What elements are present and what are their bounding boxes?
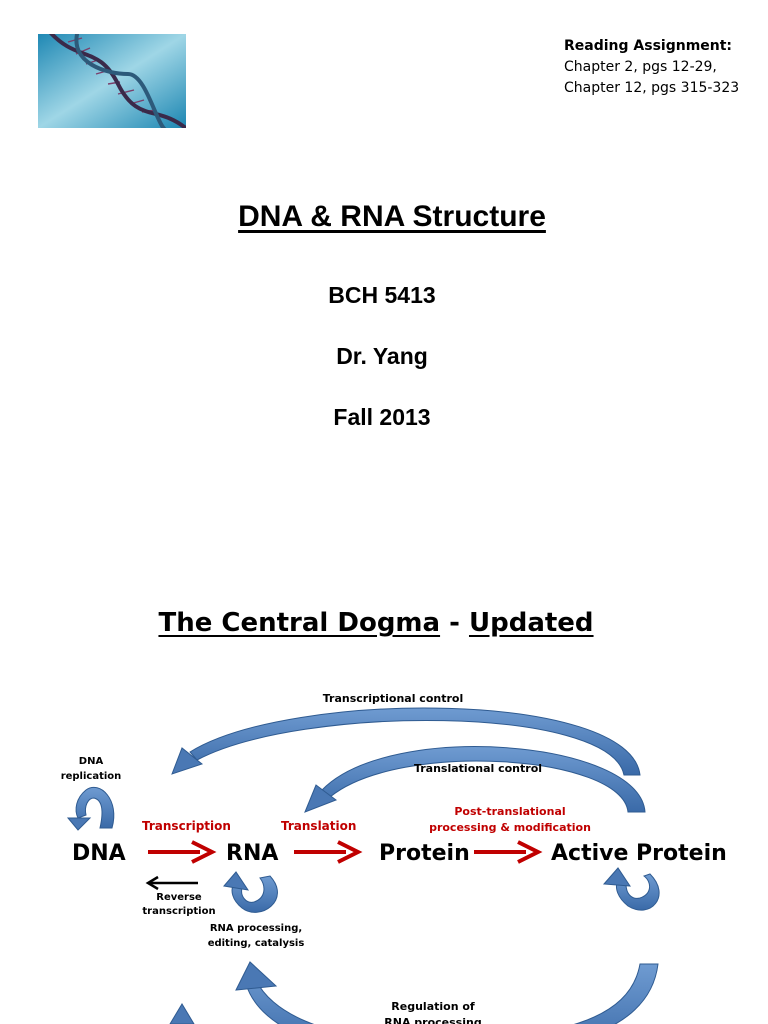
reverse-transcription-label: transcription: [142, 906, 215, 917]
regulation-label: RNA processing: [384, 1016, 481, 1024]
translational-control-label: Translational control: [414, 762, 542, 775]
slide-title-separator: -: [449, 608, 460, 638]
slide-title: The Central Dogma - Updated: [0, 608, 752, 638]
rna-processing-label: RNA processing,: [210, 923, 302, 934]
transcription-label: Transcription: [142, 819, 231, 833]
reading-assignment: Reading Assignment: Chapter 2, pgs 12-29…: [564, 36, 739, 99]
node-protein: Protein: [379, 841, 470, 866]
reverse-transcription-arrow: [145, 875, 198, 891]
course-code: BCH 5413: [328, 282, 436, 308]
translational-control-arrow: [304, 746, 646, 813]
page-title: DNA & RNA Structure: [0, 200, 768, 234]
regulation-label: Regulation of: [391, 1000, 475, 1013]
translation-label: Translation: [281, 819, 356, 833]
active-protein-arrow: [602, 867, 660, 911]
dna-replication-label: replication: [61, 771, 122, 782]
reading-assignment-heading: Reading Assignment:: [564, 38, 733, 54]
reverse-transcription-label: Reverse: [156, 892, 202, 903]
slide-title-part1: The Central Dogma: [158, 608, 441, 638]
post-translational-label: Post-translational: [454, 805, 565, 818]
slide-title-part2: Updated: [468, 608, 594, 638]
post-translational-arrow: [474, 840, 543, 864]
transcription-arrow: [148, 840, 217, 864]
reading-assignment-line: Chapter 12, pgs 315-323: [564, 80, 740, 96]
rna-processing-arrow: [223, 871, 278, 913]
node-active-protein: Active Protein: [551, 841, 727, 866]
reading-assignment-line: Chapter 2, pgs 12-29,: [564, 59, 717, 75]
instructor-name: Dr. Yang: [336, 343, 428, 369]
post-translational-label: processing & modification: [429, 821, 591, 834]
regulation-rna-processing-arrow: [169, 961, 659, 1024]
transcriptional-control-label: Transcriptional control: [323, 692, 463, 705]
translation-arrow: [294, 840, 363, 864]
transcriptional-control-arrow: [171, 707, 641, 776]
page-title-text: DNA & RNA Structure: [238, 200, 546, 233]
dna-replication-arrow: [66, 787, 115, 831]
dna-helix-image: [38, 34, 186, 128]
dna-replication-label: DNA: [79, 756, 104, 767]
node-dna: DNA: [72, 841, 126, 866]
rna-processing-label: editing, catalysis: [208, 938, 305, 949]
node-rna: RNA: [226, 841, 278, 866]
term: Fall 2013: [333, 404, 431, 430]
central-dogma-diagram: DNA RNA Protein Active Protein Transcrip…: [61, 692, 727, 1024]
